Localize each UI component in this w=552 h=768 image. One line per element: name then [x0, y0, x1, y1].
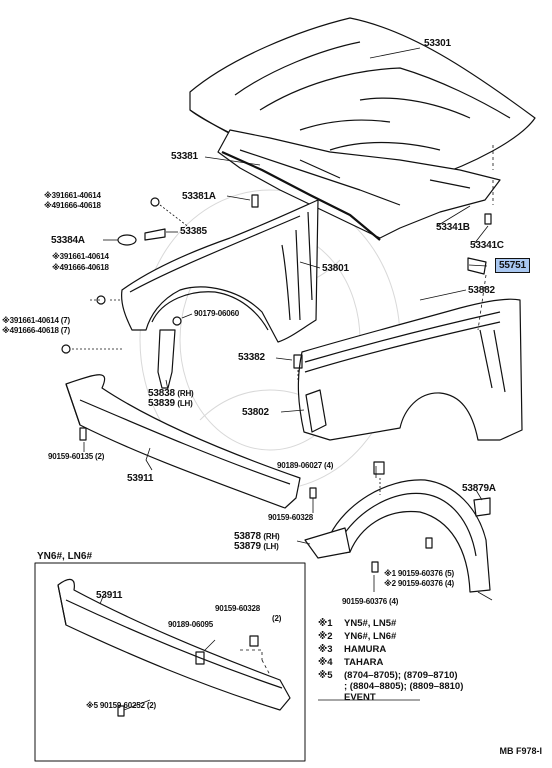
- bracket-rh-number: 53838: [148, 388, 175, 399]
- legend-mark: ※4: [318, 657, 333, 668]
- label-bracket-lh[interactable]: 53839 (LH): [148, 398, 193, 409]
- label-screw-c[interactable]: 90159-60376 (4): [342, 597, 399, 606]
- pad-55751-drawing: [467, 257, 487, 275]
- legend-row: ※1 YN5#, LN5#: [318, 618, 396, 629]
- label-valance[interactable]: 53911: [127, 473, 154, 484]
- label-screw-90159-60328[interactable]: 90159-60328: [268, 513, 313, 522]
- legend-row: ※2 YN6#, LN6#: [318, 631, 396, 642]
- liner-rh-side: (RH): [263, 532, 280, 541]
- label-clip-90179[interactable]: 90179-06060: [194, 309, 239, 318]
- legend-text: YN6#, LN6#: [344, 631, 397, 642]
- label-bracket-rh[interactable]: 53838 (RH): [148, 388, 194, 399]
- fender-lh-drawing: [297, 298, 523, 441]
- label-bolt-91661-2[interactable]: ※391661-40614: [52, 252, 109, 261]
- label-bolt-91666-1[interactable]: ※491666-40618: [44, 201, 101, 210]
- label-bolt-91661-3[interactable]: ※391661-40614 (7): [2, 316, 70, 325]
- label-part-53879a[interactable]: 53879A: [462, 483, 496, 494]
- legend-row: ※3 HAMURA: [318, 644, 386, 655]
- inset-label-screw-top-qty: (2): [272, 614, 282, 623]
- bracket-drawing: [157, 329, 176, 389]
- label-screw-a[interactable]: ※1 90159-60376 (5): [384, 569, 455, 578]
- liner-rh-number: 53878: [234, 531, 261, 542]
- label-screw-90159-60135[interactable]: 90159-60135 (2): [48, 452, 105, 461]
- part-53879a-drawing: [473, 497, 491, 517]
- label-hood[interactable]: 53301: [424, 38, 451, 49]
- label-part-53384a[interactable]: 53384A: [51, 235, 85, 246]
- label-screw-b[interactable]: ※2 90159-60376 (4): [384, 579, 455, 588]
- legend-text: HAMURA: [344, 644, 387, 655]
- part-53384a-drawing: [117, 234, 137, 246]
- part-53385-drawing: [144, 228, 166, 241]
- label-bolt-91666-3[interactable]: ※491666-40618 (7): [2, 326, 70, 335]
- legend-row: EVENT: [318, 692, 376, 703]
- legend-mark: ※5: [318, 670, 333, 681]
- inset-label-screw-bottom[interactable]: ※5 90159-60252 (2): [86, 701, 157, 710]
- valance-drawing: [65, 374, 301, 509]
- label-bolt-91661-1[interactable]: ※391661-40614: [44, 191, 101, 200]
- bracket-rh-side: (RH): [177, 389, 194, 398]
- inset-label-clip[interactable]: 90189-06095: [168, 620, 213, 629]
- label-hood-seal[interactable]: 53381: [171, 151, 198, 162]
- hood-seal-drawing: [221, 150, 381, 241]
- label-fender-lh[interactable]: 53882: [468, 285, 495, 296]
- legend-mark: ※3: [318, 644, 333, 655]
- label-clip-90189-06027[interactable]: 90189-06027 (4): [277, 461, 334, 470]
- label-clip-53341c[interactable]: 53341C: [470, 240, 504, 251]
- diagram-code: MB F978-I: [499, 746, 542, 756]
- label-bolt-91666-2[interactable]: ※491666-40618: [52, 263, 109, 272]
- inset-label-screw-top[interactable]: 90159-60328: [215, 604, 260, 613]
- legend-row: ※4 TAHARA: [318, 657, 383, 668]
- label-pad-55751[interactable]: 55751: [495, 258, 530, 273]
- inset-label-valance[interactable]: 53911: [96, 590, 123, 601]
- inset-box: [34, 562, 306, 762]
- bracket-lh-number: 53839: [148, 398, 175, 409]
- label-part-53385[interactable]: 53385: [180, 226, 207, 237]
- liner-lh-number: 53879: [234, 541, 261, 552]
- inset-valance-drawing: [57, 578, 291, 717]
- fender-rh-drawing: [121, 199, 319, 343]
- label-fender-53802[interactable]: 53802: [242, 407, 269, 418]
- label-liner-rh[interactable]: 53878 (RH): [234, 531, 280, 542]
- legend-text: ; (8804–8805); (8809–8810): [344, 681, 464, 692]
- legend-mark: ※1: [318, 618, 333, 629]
- hood-insulator-drawing: [217, 129, 501, 239]
- legend-text: YN5#, LN5#: [344, 618, 397, 629]
- legend-row: ※5 (8704–8705); (8709–8710): [318, 670, 458, 681]
- inset-title: YN6#, LN6#: [37, 551, 93, 562]
- label-hood-insulator[interactable]: 53341B: [436, 222, 470, 233]
- liner-lh-side: (LH): [263, 542, 279, 551]
- fender-liner-drawing: [304, 479, 491, 593]
- legend-text: EVENT: [344, 692, 376, 703]
- legend-mark: ※2: [318, 631, 333, 642]
- legend-text: (8704–8705); (8709–8710): [344, 670, 458, 681]
- legend-text: TAHARA: [344, 657, 384, 668]
- bracket-lh-side: (LH): [177, 399, 193, 408]
- label-clip-53381a[interactable]: 53381A: [182, 191, 216, 202]
- legend-row: ; (8804–8805); (8809–8810): [318, 681, 463, 692]
- label-liner-lh[interactable]: 53879 (LH): [234, 541, 279, 552]
- label-fender-rh[interactable]: 53801: [322, 263, 349, 274]
- label-part-53382[interactable]: 53382: [238, 352, 265, 363]
